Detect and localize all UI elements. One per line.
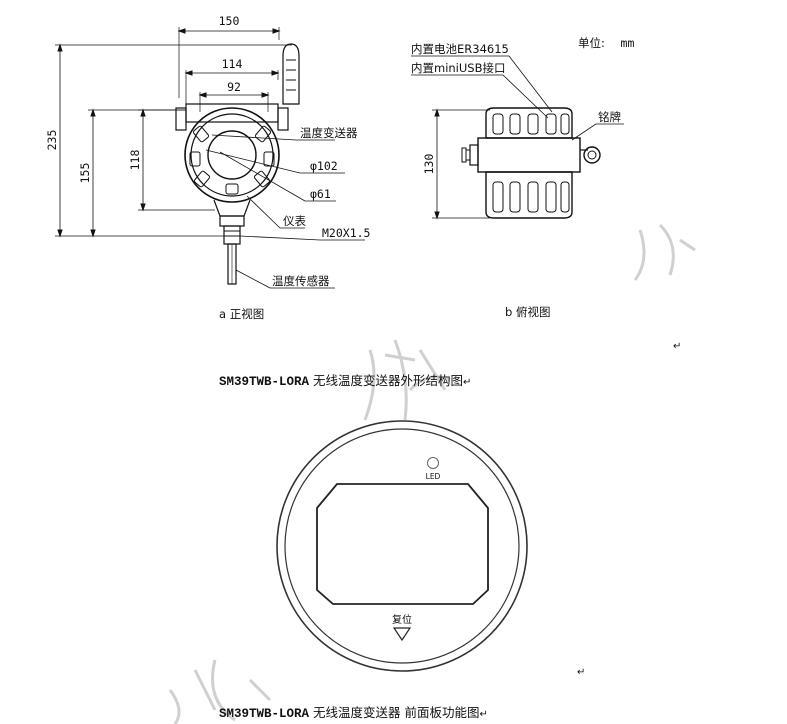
instrument-label: 仪表 <box>283 214 306 228</box>
figure1-model: SM39TWB-LORA <box>219 375 310 389</box>
antenna-icon <box>282 43 300 105</box>
led-indicator-icon <box>427 457 439 469</box>
usb-label: 内置miniUSB接口 <box>411 61 506 75</box>
phi102-label: φ102 <box>310 159 338 173</box>
figure2-text: 无线温度变送器 前面板功能图 <box>309 705 479 720</box>
dim-150-label: 150 <box>219 14 240 28</box>
front-view <box>55 27 365 289</box>
top-view-caption: b 俯视图 <box>505 305 550 319</box>
phi61-label: φ61 <box>310 187 331 201</box>
top-ring-lower <box>485 171 573 219</box>
reset-button-icon <box>392 627 412 642</box>
watermark <box>168 223 696 724</box>
figure1-caption: SM39TWB-LORA 无线温度变送器外形结构图↵ <box>219 373 471 389</box>
reset-label: 复位 <box>392 613 412 626</box>
top-ring-upper <box>485 107 573 139</box>
dim-155-label: 155 <box>78 163 92 184</box>
front-panel <box>276 420 528 672</box>
led-label: LED <box>426 472 441 481</box>
housing-front <box>184 107 280 203</box>
front-view-caption: a 正视图 <box>219 307 264 321</box>
battery-label: 内置电池ER34615 <box>411 42 509 56</box>
dim-235-label: 235 <box>45 130 59 151</box>
front-panel-labels: LED 复位 ↵ <box>392 472 585 678</box>
nameplate-label: 铭牌 <box>598 110 621 124</box>
top-view <box>411 55 624 220</box>
units-label: 单位: mm <box>578 36 634 50</box>
dim-92-label: 92 <box>227 80 241 94</box>
return-mark-1: ↵ <box>673 341 681 352</box>
figure2-model: SM39TWB-LORA <box>219 707 310 721</box>
units-value: mm <box>621 36 635 50</box>
front-view-labels: 150 114 92 235 155 118 温度变送器 φ102 φ61 仪表… <box>45 14 370 321</box>
sensor-label: 温度传感器 <box>272 274 330 288</box>
top-view-labels: 单位: mm 内置电池ER34615 内置miniUSB接口 铭牌 130 b … <box>411 36 681 352</box>
dim-118-label: 118 <box>128 150 142 171</box>
return-mark-2: ↵ <box>463 377 471 388</box>
thread-label: M20X1.5 <box>322 226 370 240</box>
dim-130-label: 130 <box>422 154 436 175</box>
lcd-display-window <box>316 483 489 605</box>
transmitter-label: 温度变送器 <box>300 126 358 140</box>
figure1-text: 无线温度变送器外形结构图 <box>309 373 463 388</box>
dim-114-label: 114 <box>222 57 243 71</box>
units-label-text: 单位: <box>578 36 605 50</box>
return-mark-4: ↵ <box>479 709 487 720</box>
figure2-caption: SM39TWB-LORA 无线温度变送器 前面板功能图↵ <box>219 705 488 721</box>
return-mark-3: ↵ <box>577 667 585 678</box>
